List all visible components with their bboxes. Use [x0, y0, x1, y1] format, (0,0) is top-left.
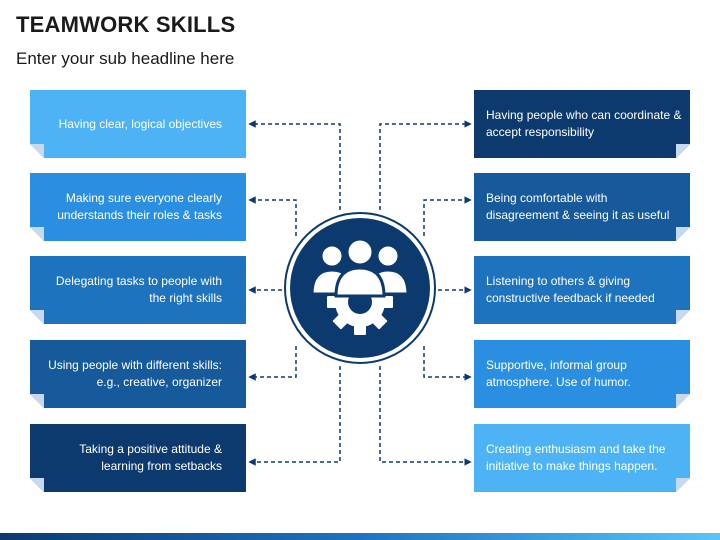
skill-text: Taking a positive attitude & learning fr… — [79, 442, 222, 473]
bottom-accent-bar — [0, 533, 720, 540]
team-gear-icon — [310, 237, 410, 335]
skill-text: Listening to others & giving constructiv… — [486, 274, 655, 305]
connector-left-2 — [248, 196, 297, 236]
skill-card-left-3: Delegating tasks to people with the righ… — [30, 256, 246, 324]
skill-text: Creating enthusiasm and take the initiat… — [486, 442, 666, 473]
skill-text: Being comfortable with disagreement & se… — [486, 191, 670, 222]
connector-right-5 — [379, 366, 472, 466]
slide-subtitle: Enter your sub headline here — [16, 49, 235, 68]
skill-card-right-4: Supportive, informal group atmosphere. U… — [474, 340, 690, 408]
skill-text: Making sure everyone clearly understands… — [57, 191, 222, 222]
skill-card-right-3: Listening to others & giving constructiv… — [474, 256, 690, 324]
hub-ring — [284, 212, 436, 364]
connector-right-1 — [379, 120, 472, 210]
skill-card-right-5: Creating enthusiasm and take the initiat… — [474, 424, 690, 492]
slide-title: TEAMWORK SKILLS — [16, 12, 236, 37]
skill-card-left-1: Having clear, logical objectives — [30, 90, 246, 158]
connector-left-5 — [248, 366, 341, 466]
skill-text: Using people with different skills: e.g.… — [48, 358, 222, 389]
skill-text: Supportive, informal group atmosphere. U… — [486, 358, 631, 389]
skill-card-left-4: Using people with different skills: e.g.… — [30, 340, 246, 408]
skill-card-left-5: Taking a positive attitude & learning fr… — [30, 424, 246, 492]
connector-right-4 — [423, 346, 472, 381]
connector-left-1 — [248, 120, 341, 210]
skill-text: Delegating tasks to people with the righ… — [55, 274, 222, 305]
connector-left-4 — [248, 346, 297, 381]
hub-circle — [290, 218, 430, 358]
skill-card-right-1: Having people who can coordinate & accep… — [474, 90, 690, 158]
connector-right-2 — [423, 196, 472, 236]
skill-text: Having people who can coordinate & accep… — [486, 108, 682, 139]
skill-text: Having clear, logical objectives — [58, 116, 222, 131]
skill-card-right-2: Being comfortable with disagreement & se… — [474, 173, 690, 241]
skill-card-left-2: Making sure everyone clearly understands… — [30, 173, 246, 241]
